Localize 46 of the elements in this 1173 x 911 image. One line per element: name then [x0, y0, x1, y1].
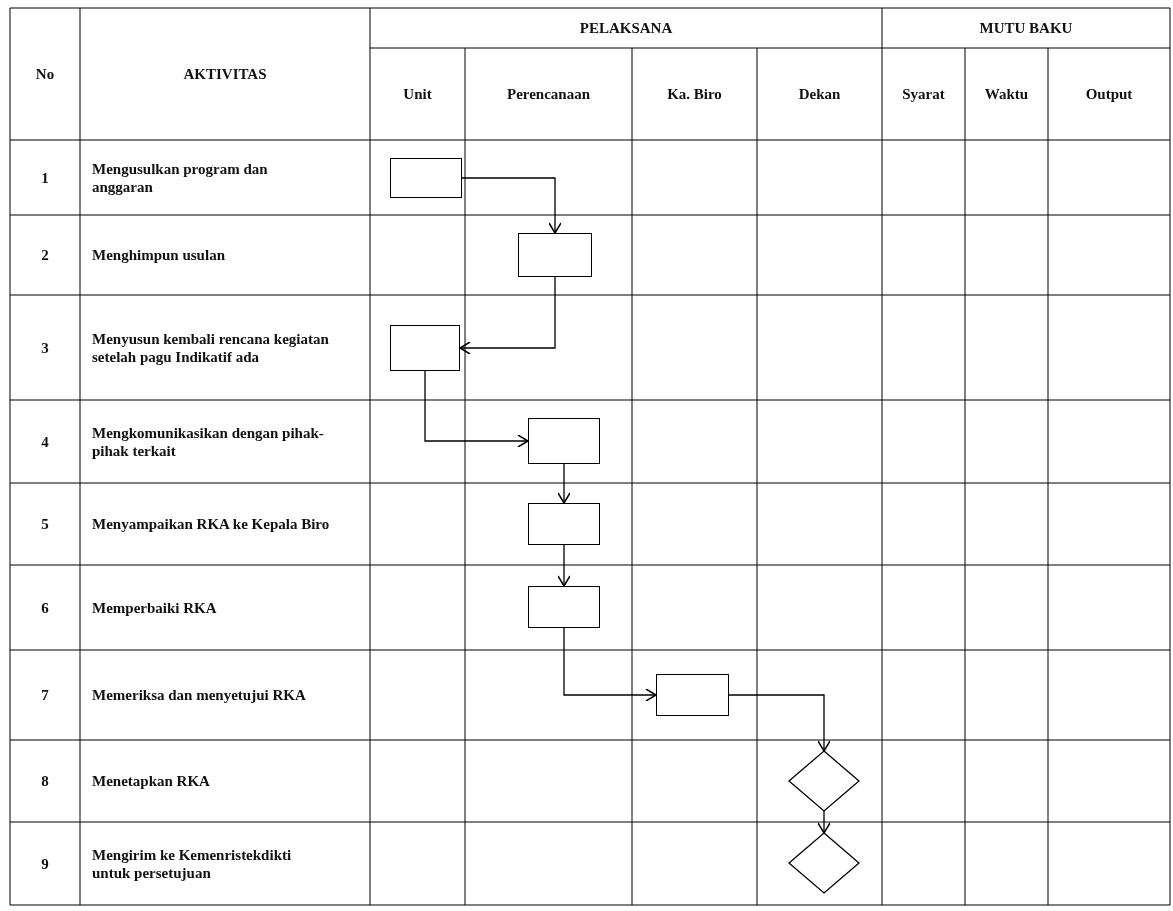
process-box: [528, 418, 600, 464]
activity-text: Menetapkan RKA: [92, 772, 210, 790]
row-number: 9: [41, 854, 49, 873]
process-box: [518, 233, 592, 277]
arrow: [459, 276, 556, 355]
column-header: AKTIVITAS: [183, 65, 267, 83]
arrow: [424, 370, 529, 448]
activity-text: Memeriksa dan menyetujui RKA: [92, 686, 306, 704]
activity-text: Mengkomunikasikan dengan pihak-pihak terkait: [92, 423, 325, 460]
row-number: 2: [41, 246, 49, 264]
process-box: [656, 674, 729, 716]
process-box: [390, 158, 462, 198]
activity-text: Mengusulkan program dan anggaran: [92, 159, 269, 196]
column-header: Output: [1085, 85, 1133, 103]
row-number: 7: [41, 686, 49, 704]
row-number: 6: [41, 598, 49, 617]
decision-diamond: [789, 751, 859, 811]
activity-text: Menyampaikan RKA ke Kepala Biro: [92, 515, 330, 533]
column-header: Ka. Biro: [667, 85, 722, 103]
process-box: [390, 325, 460, 371]
arrow: [461, 177, 562, 234]
column-group-header: PELAKSANA: [579, 19, 673, 37]
row-number: 3: [41, 338, 49, 357]
column-header: Unit: [403, 85, 432, 103]
arrow: [557, 463, 571, 504]
process-box: [528, 503, 600, 545]
row-number: 4: [41, 432, 49, 451]
arrow: [817, 810, 831, 834]
column-header: Dekan: [798, 85, 841, 103]
column-header: Syarat: [902, 85, 945, 103]
column-header: Waktu: [984, 85, 1029, 103]
activity-text: Mengirim ke Kemenristekdikti untuk persetujuan: [92, 845, 293, 882]
row-number: 5: [41, 515, 49, 533]
decision-diamond: [789, 833, 859, 893]
column-group-header: MUTU BAKU: [979, 19, 1073, 37]
row-number: 8: [41, 772, 49, 790]
arrow: [728, 694, 831, 752]
activity-text: Menyusun kembali rencana kegiatan setelah pagu Indikatif ada: [92, 329, 330, 366]
row-number: 1: [41, 168, 49, 187]
arrow: [557, 544, 571, 587]
column-header: Perencanaan: [506, 85, 591, 103]
arrow: [563, 627, 657, 702]
activity-text: Memperbaiki RKA: [92, 598, 217, 617]
column-header: No: [35, 65, 55, 83]
process-box: [528, 586, 600, 628]
activity-text: Menghimpun usulan: [92, 246, 225, 264]
